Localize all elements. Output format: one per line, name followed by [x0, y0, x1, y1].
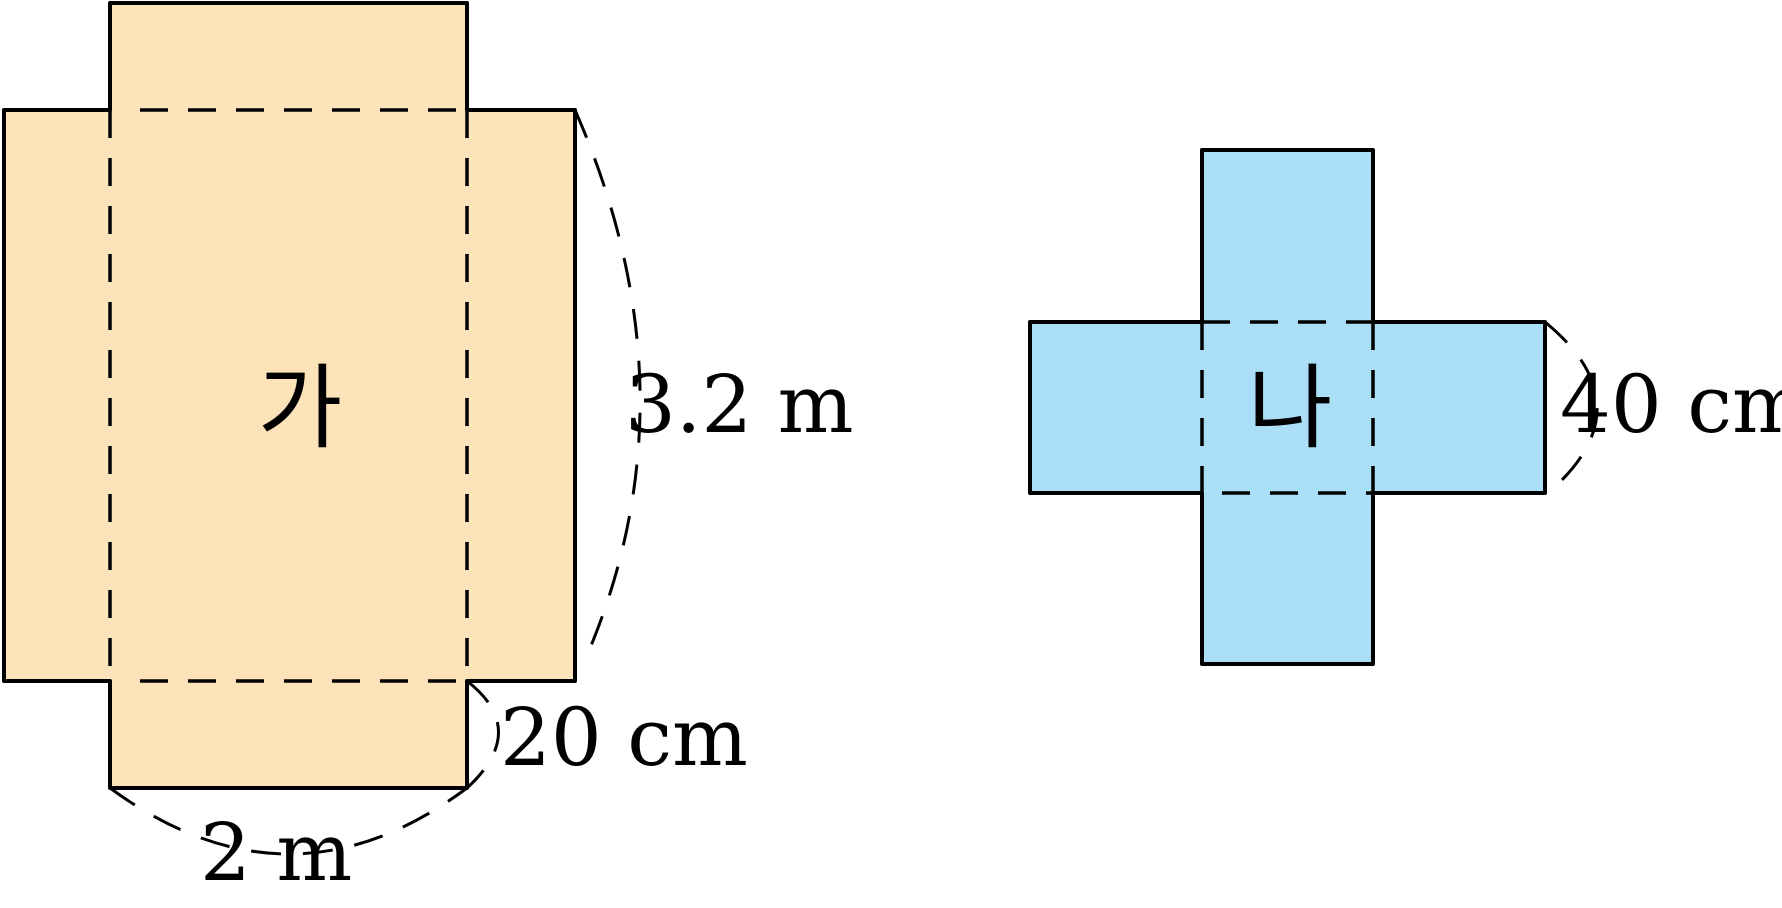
- shape-a-flap-label: 20 cm: [500, 691, 748, 784]
- shape-b: 나 40 cm: [1028, 148, 1782, 666]
- shape-a-flap-arc: [465, 679, 500, 790]
- shape-a-length-arc: [573, 109, 642, 661]
- shape-a-length-label: 3.2 m: [625, 358, 854, 451]
- shape-b-name: 나: [1248, 355, 1333, 462]
- shape-a: 가 3.2 m 20 cm 2 m: [2, 1, 854, 899]
- shape-b-fold-lines: [1200, 320, 1375, 495]
- shape-a-width-arc: [109, 786, 468, 856]
- shape-b-side-label: 40 cm: [1560, 358, 1782, 451]
- shape-a-width-label: 2 m: [200, 806, 352, 899]
- shape-a-name: 가: [258, 355, 343, 462]
- shape-b-side-arc: [1544, 320, 1599, 482]
- shape-a-fold-lines: [108, 108, 469, 683]
